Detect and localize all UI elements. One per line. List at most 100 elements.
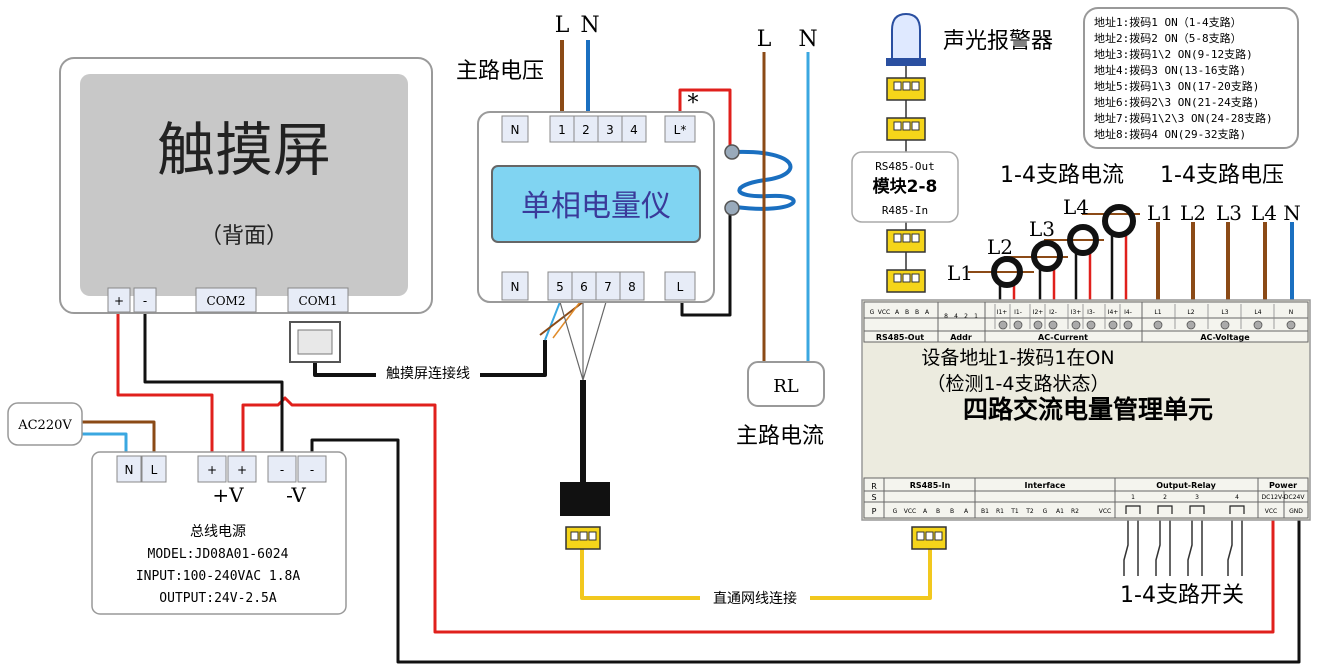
- unit-power-sub: DC12V-DC24V: [1262, 494, 1306, 501]
- address-list-box: [1083, 7, 1299, 149]
- unit-out-pin: G: [870, 309, 875, 316]
- unit-if-pin: T1: [1010, 508, 1019, 515]
- unit-hdr-rs485in: RS485-In: [910, 481, 951, 490]
- load-label: RL: [773, 376, 799, 397]
- unit-volt-pin: L3: [1221, 309, 1228, 316]
- unit-top-pins: G VCC A B B A 8 4 2 1 I1+ I1- I2+ I2- I3…: [870, 309, 1294, 320]
- address-item: 地址4:拨码3 ON(13-16支路): [1094, 63, 1246, 77]
- module-box: [851, 151, 959, 223]
- module-out: RS485-Out: [875, 160, 935, 173]
- touch-port-minus: -: [143, 294, 147, 308]
- unit-hdr-addr: Addr: [950, 333, 972, 342]
- psu-input: INPUT:100-240VAC 1.8A: [136, 569, 301, 584]
- module-connectors: [886, 77, 926, 293]
- unit-title: 四路交流电量管理单元: [963, 395, 1213, 424]
- meter-top-3: 3: [606, 123, 614, 137]
- unit-power-pin: VCC: [1265, 508, 1277, 515]
- main-L-label: L: [757, 27, 772, 52]
- branch-current-title: 1-4支路电流: [1000, 163, 1124, 188]
- address-item: 地址7:拨码1\2\3 ON(24-28支路): [1094, 111, 1273, 125]
- unit-hdr-power: Power: [1269, 481, 1297, 490]
- psu-model: MODEL:JD08A01-6024: [148, 547, 289, 562]
- ct-label-L4: L4: [1063, 195, 1089, 219]
- unit-out-pin: B: [915, 309, 919, 316]
- address-item: 地址5:拨码1\3 ON(17-20支路): [1094, 79, 1259, 93]
- branch-voltage-title: 1-4支路电压: [1160, 163, 1284, 188]
- psu-term-plus: +: [207, 463, 217, 477]
- touchscreen-title: 触摸屏: [157, 116, 331, 184]
- unit-in-pin: B: [936, 508, 940, 515]
- meter-top-L-label: L: [555, 13, 570, 38]
- meter-top-1: 1: [558, 123, 566, 137]
- single-phase-meter: 单相电量仪 N 1 2 3 4 L* N 5 6 7 8 L: [477, 111, 740, 303]
- meter-bot-7: 7: [604, 280, 612, 294]
- unit-volt-pin: L1: [1154, 309, 1161, 316]
- address-item: 地址3:拨码1\2 ON(9-12支路): [1094, 47, 1253, 61]
- psu-title: 总线电源: [190, 524, 246, 540]
- unit-if-pin: B1: [981, 508, 989, 515]
- unit-volt-pin: N: [1289, 309, 1294, 316]
- unit-volt-pin: L4: [1254, 309, 1261, 316]
- meter-top-N-label: N: [580, 13, 599, 38]
- unit-power-pin: GND: [1289, 508, 1303, 515]
- meter-bot-N: N: [511, 280, 520, 294]
- address-item: 地址8:拨码4 ON(29-32支路): [1094, 127, 1246, 141]
- unit-out-pin: B: [905, 309, 909, 316]
- net-cable-label-bg: [700, 586, 810, 608]
- unit-hdr-acvoltage: AC-Voltage: [1200, 333, 1250, 342]
- alarm-label: 声光报警器: [943, 29, 1053, 54]
- load-box: [747, 361, 825, 407]
- volt-label-L2: L2: [1180, 201, 1206, 225]
- unit-relay-num: 3: [1195, 494, 1199, 501]
- address-item: 地址6:拨码2\3 ON(21-24支路): [1094, 95, 1259, 109]
- unit-relay-num: 2: [1163, 494, 1167, 501]
- unit-bottom-pins: G VCC A B B A B1 R1 T1 T2 G A1 R2 VCC 1 …: [893, 494, 1304, 515]
- meter-top-Lstar: L*: [674, 123, 687, 137]
- psu-term-plus: +: [237, 463, 247, 477]
- unit-current-pin: I3+: [1071, 309, 1082, 316]
- unit-current-pin: I3-: [1087, 309, 1095, 316]
- address-item: 地址1:拨码1 ON（1-4支路）: [1094, 15, 1242, 29]
- meter-bot-5: 5: [556, 280, 564, 294]
- unit-if-pin: R1: [996, 508, 1004, 515]
- branch-switch-label: 1-4支路开关: [1120, 583, 1244, 608]
- unit-if-pin: G: [1043, 508, 1048, 515]
- unit-in-pin: G: [893, 508, 898, 515]
- touchscreen: 触摸屏 （背面） + - COM2 COM1: [59, 57, 433, 363]
- ac220-box: [7, 402, 83, 446]
- volt-label-N: N: [1283, 201, 1301, 225]
- unit-if-pin: VCC: [1099, 508, 1111, 515]
- volt-label-L1: L1: [1147, 201, 1173, 225]
- touch-port-plus: +: [114, 294, 124, 308]
- psu-term-N: N: [125, 463, 134, 477]
- meter-bot-8: 8: [628, 280, 636, 294]
- volt-label-L4: L4: [1251, 201, 1277, 225]
- unit-side-S: S: [871, 493, 876, 502]
- main-voltage-label: 主路电压: [456, 59, 544, 84]
- network-connectors: [565, 526, 947, 550]
- alarm-icon: [886, 12, 926, 66]
- meter-top-N: N: [511, 123, 520, 137]
- main-N-label: N: [798, 27, 817, 52]
- touchscreen-subtitle: （背面）: [200, 224, 288, 249]
- touch-port-com2: COM2: [207, 294, 246, 308]
- touch-cable-label: 触摸屏连接线: [386, 365, 470, 382]
- unit-current-pin: I1+: [997, 309, 1008, 316]
- unit-addr-pin: 1: [974, 313, 978, 320]
- meter-top-4: 4: [630, 123, 638, 137]
- unit-in-pin: A: [964, 508, 969, 515]
- rj45-plug: [560, 482, 610, 516]
- address-list: 地址1:拨码1 ON（1-4支路） 地址2:拨码2 ON（5-8支路） 地址3:…: [1094, 15, 1273, 141]
- psu-minus-v: -V: [286, 483, 306, 507]
- unit-address-note: 设备地址1-拨码1在ON: [921, 347, 1114, 369]
- ac220-label: AC220V: [17, 418, 72, 433]
- touch-cable-label-bg: [376, 362, 480, 384]
- psu-output: OUTPUT:24V-2.5A: [159, 591, 277, 606]
- unit-if-pin: T2: [1025, 508, 1034, 515]
- management-unit: RS485-Out Addr AC-Current AC-Voltage G V…: [861, 299, 1311, 521]
- unit-addr-pin: 8: [944, 313, 948, 320]
- main-current-label: 主路电流: [736, 424, 824, 449]
- unit-hdr-accurrent: AC-Current: [1038, 333, 1088, 342]
- touch-port-com1: COM1: [299, 294, 338, 308]
